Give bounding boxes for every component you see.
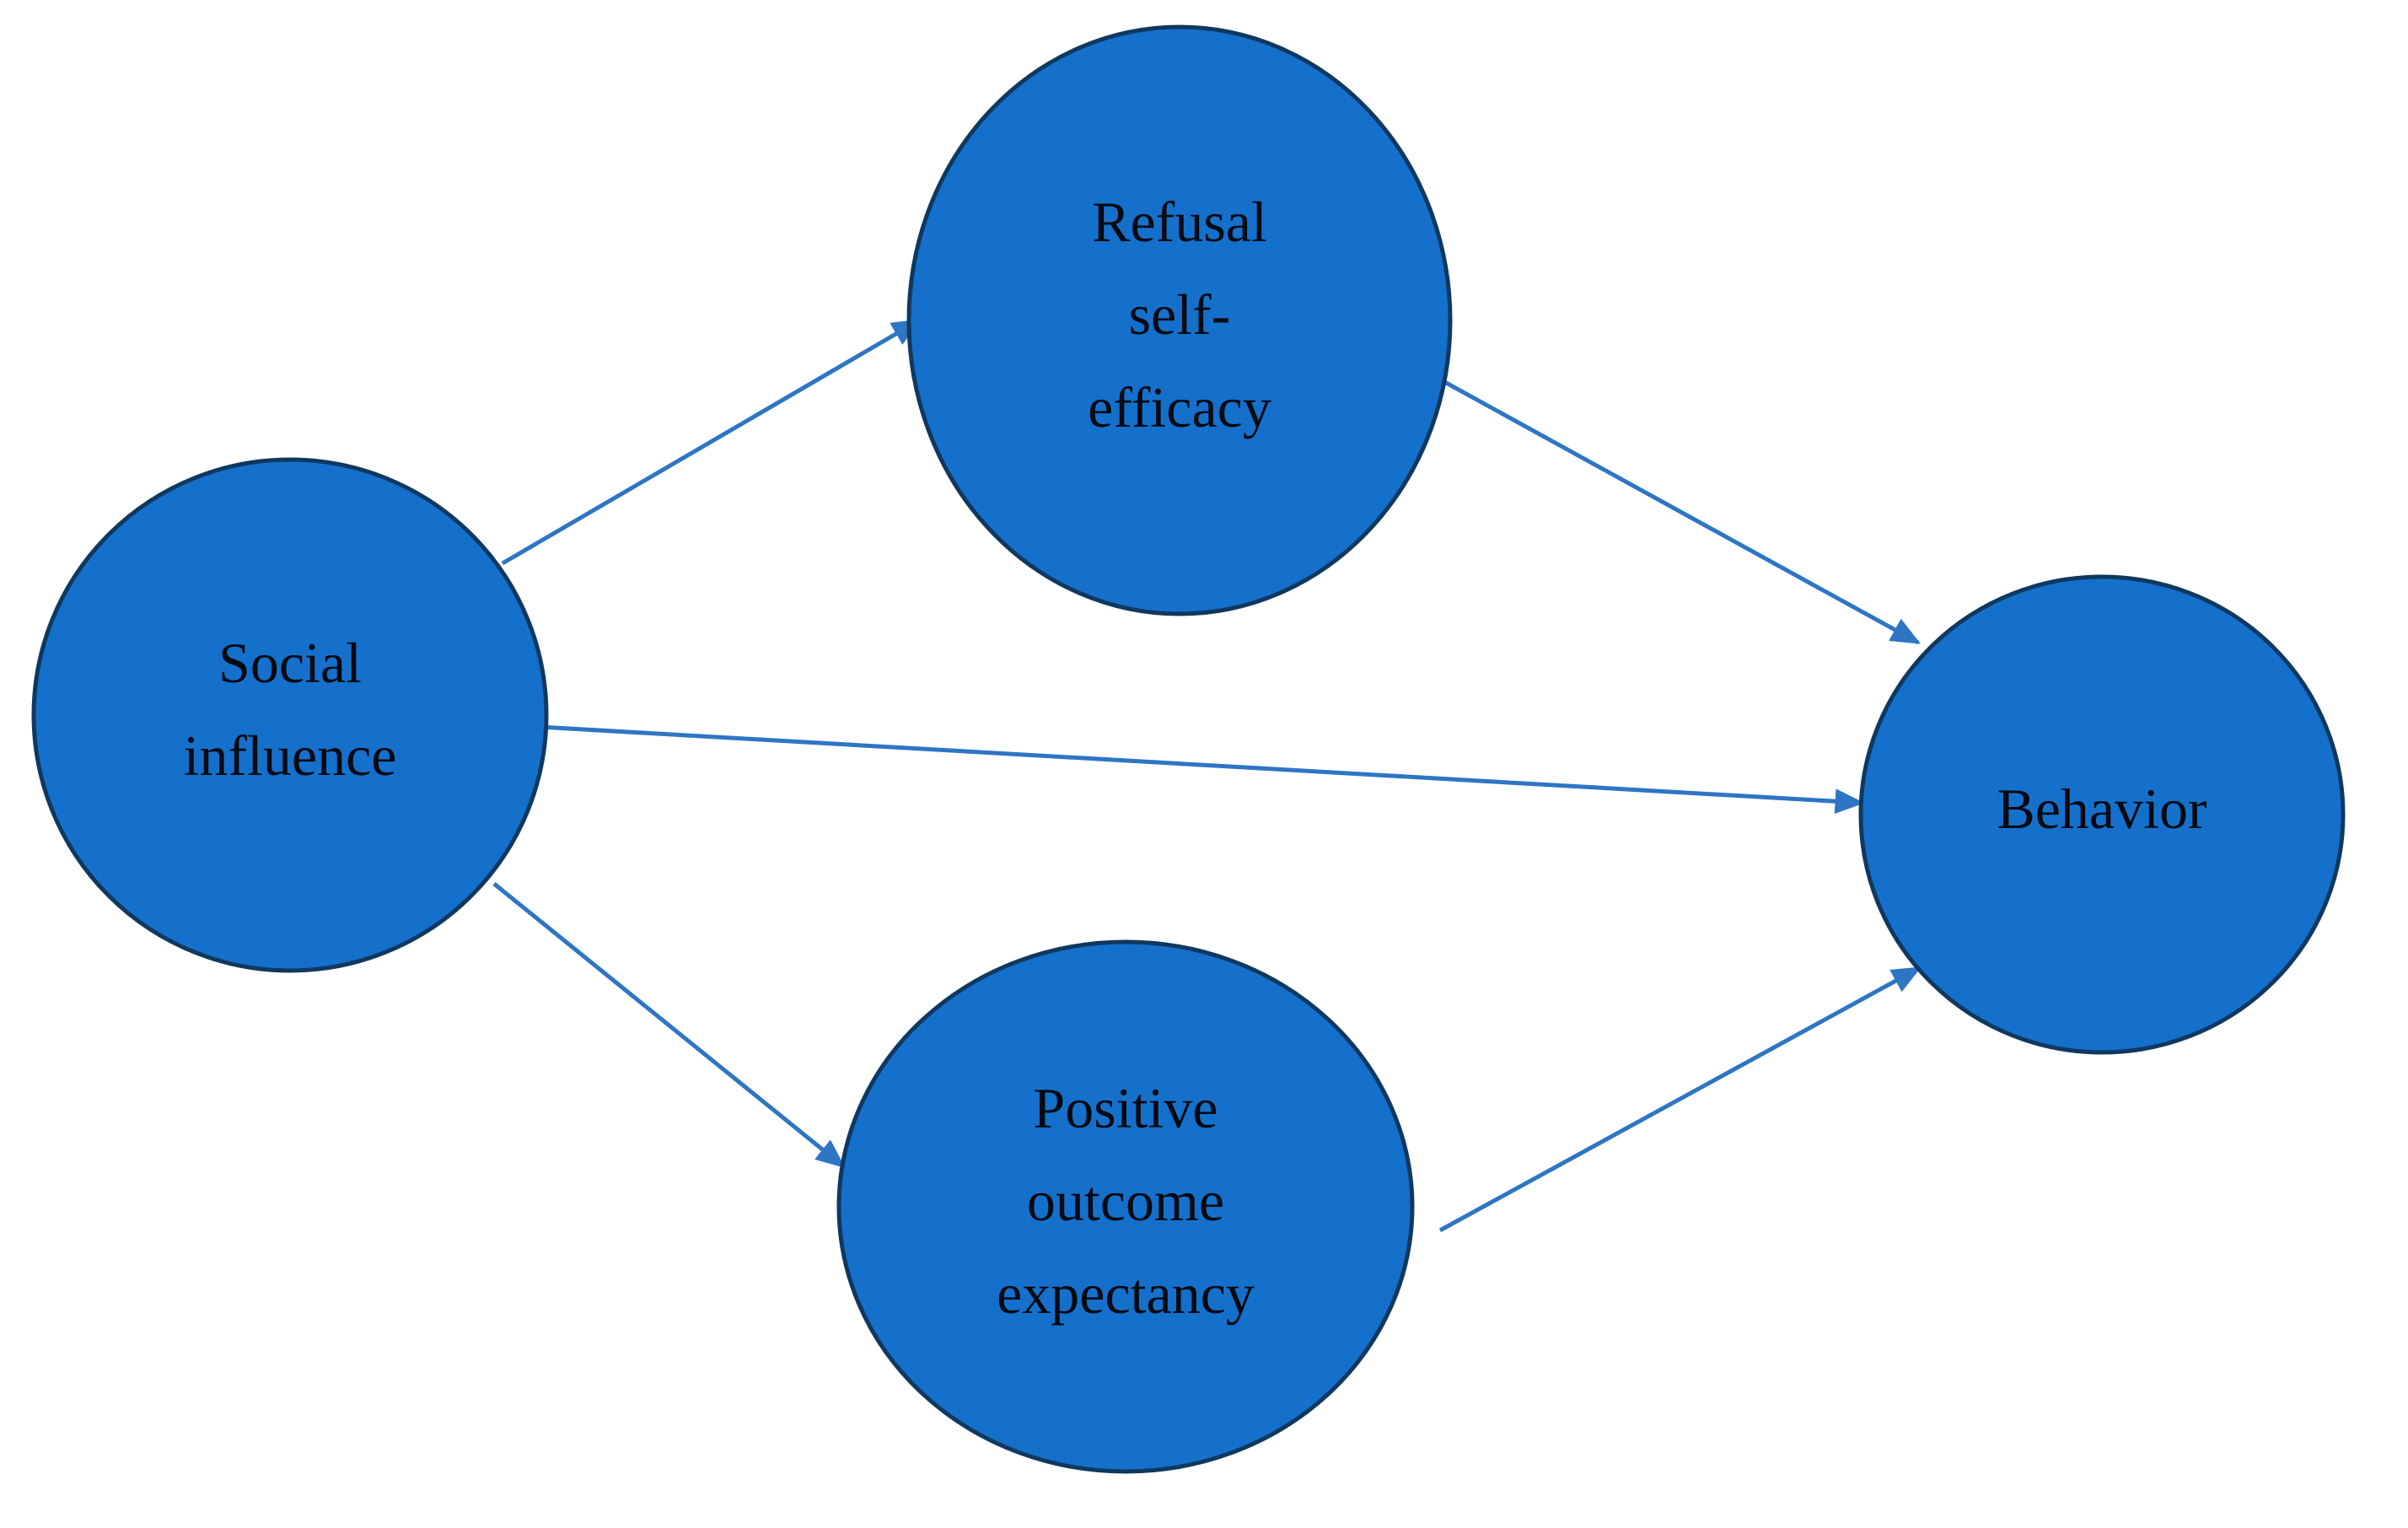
node-label-line: Refusal	[1092, 189, 1267, 253]
edge-positive-outcome-expectancy-to-behavior	[1438, 966, 1922, 1233]
node-label-line: Behavior	[1997, 777, 2207, 841]
nodes-group: Social influence Refusal self-efficacyPosit…	[31, 24, 2346, 1474]
edges-group	[492, 318, 1922, 1233]
node-label-line: efficacy	[1088, 375, 1271, 439]
node-shape-refusal-self-efficacy	[906, 24, 1453, 616]
node-label-refusal-self-efficacy: Refusal self-efficacy	[1088, 189, 1271, 438]
node-label-line: influence	[184, 724, 397, 788]
node-label-behavior: Behavior	[1997, 777, 2207, 841]
node-label-line: Positive	[1033, 1075, 1217, 1139]
node-positive-outcome-expectancy[interactable]: Positive outcome expectancy	[836, 939, 1415, 1474]
node-label-line: expectancy	[997, 1262, 1255, 1326]
edge-social-influence-to-positive-outcome-expectancy	[492, 882, 846, 1169]
edge-social-influence-to-behavior	[539, 724, 1865, 815]
node-label-positive-outcome-expectancy: Positive outcome expectancy	[997, 1075, 1255, 1325]
node-label-line: outcome	[1027, 1169, 1224, 1233]
node-label-social-influence: Social influence	[184, 631, 397, 788]
node-label-line: Social	[218, 631, 362, 695]
edge-refusal-self-efficacy-to-behavior	[1438, 377, 1922, 645]
node-shape-positive-outcome-expectancy	[836, 939, 1415, 1474]
node-behavior[interactable]: Behavior	[1858, 574, 2346, 1055]
edge-social-influence-to-refusal-self-efficacy	[501, 318, 922, 566]
node-shape-behavior	[1858, 574, 2346, 1055]
node-refusal-self-efficacy[interactable]: Refusal self-efficacy	[906, 24, 1453, 616]
node-social-influence[interactable]: Social influence	[31, 457, 549, 973]
node-shape-social-influence	[31, 457, 549, 973]
node-label-line: self-	[1129, 282, 1231, 347]
